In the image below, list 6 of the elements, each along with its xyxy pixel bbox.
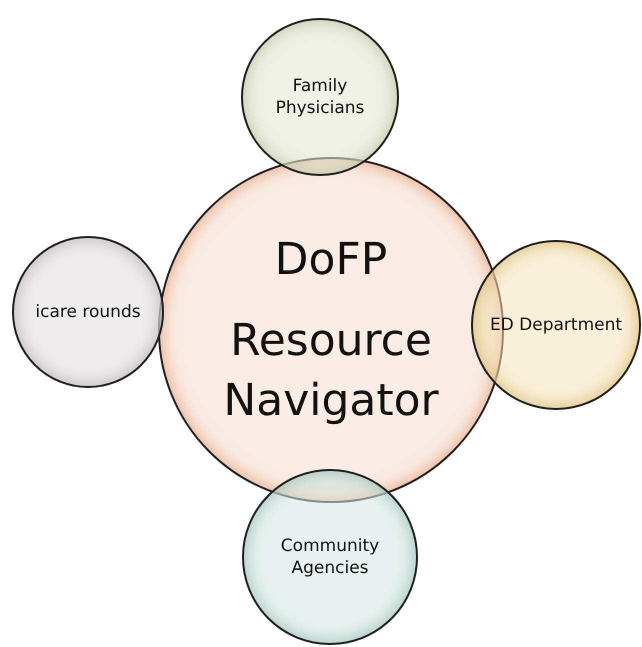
title-text: Resource Navigator <box>222 314 440 428</box>
title-text: DoFP <box>274 232 388 287</box>
node-label: icare rounds <box>35 300 141 324</box>
node-label: Family Physicians <box>274 74 366 120</box>
node-label: Community Agencies <box>280 534 380 580</box>
node-label: ED Department <box>490 314 622 336</box>
